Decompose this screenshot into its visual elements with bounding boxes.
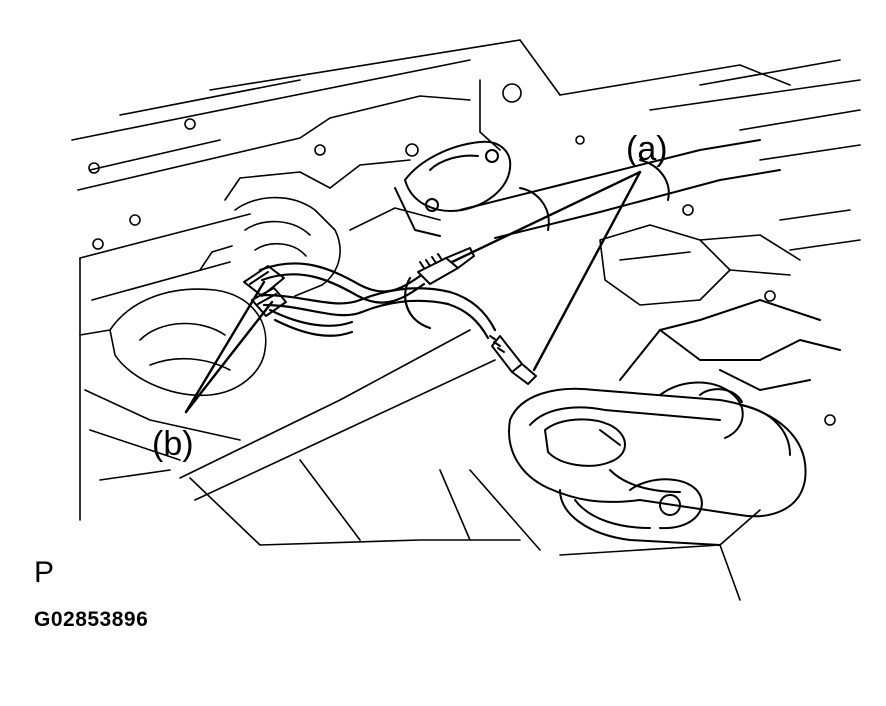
leader-lines-b — [184, 280, 274, 414]
floor-panel — [71, 39, 861, 521]
oxygen-sensor-upper — [417, 247, 475, 285]
view-code-label: P — [34, 556, 55, 589]
lower-floor — [99, 329, 761, 601]
oxygen-sensor-lower — [489, 335, 537, 385]
sensor-wire-harness — [258, 262, 497, 340]
callout-label-a: (a) — [626, 130, 668, 168]
figure-id: G02853896 — [34, 608, 149, 631]
callout-label-b: (b) — [152, 425, 194, 463]
sensor-connector-lower — [251, 287, 287, 317]
transmission-housing — [79, 159, 441, 461]
leader-lines-a — [450, 170, 642, 372]
panel-holes — [88, 83, 836, 426]
catalytic-converter — [508, 299, 841, 546]
sensor-connector-upper — [243, 265, 285, 297]
exhaust-pipe-upper — [394, 139, 781, 239]
engine-mount — [599, 209, 861, 306]
